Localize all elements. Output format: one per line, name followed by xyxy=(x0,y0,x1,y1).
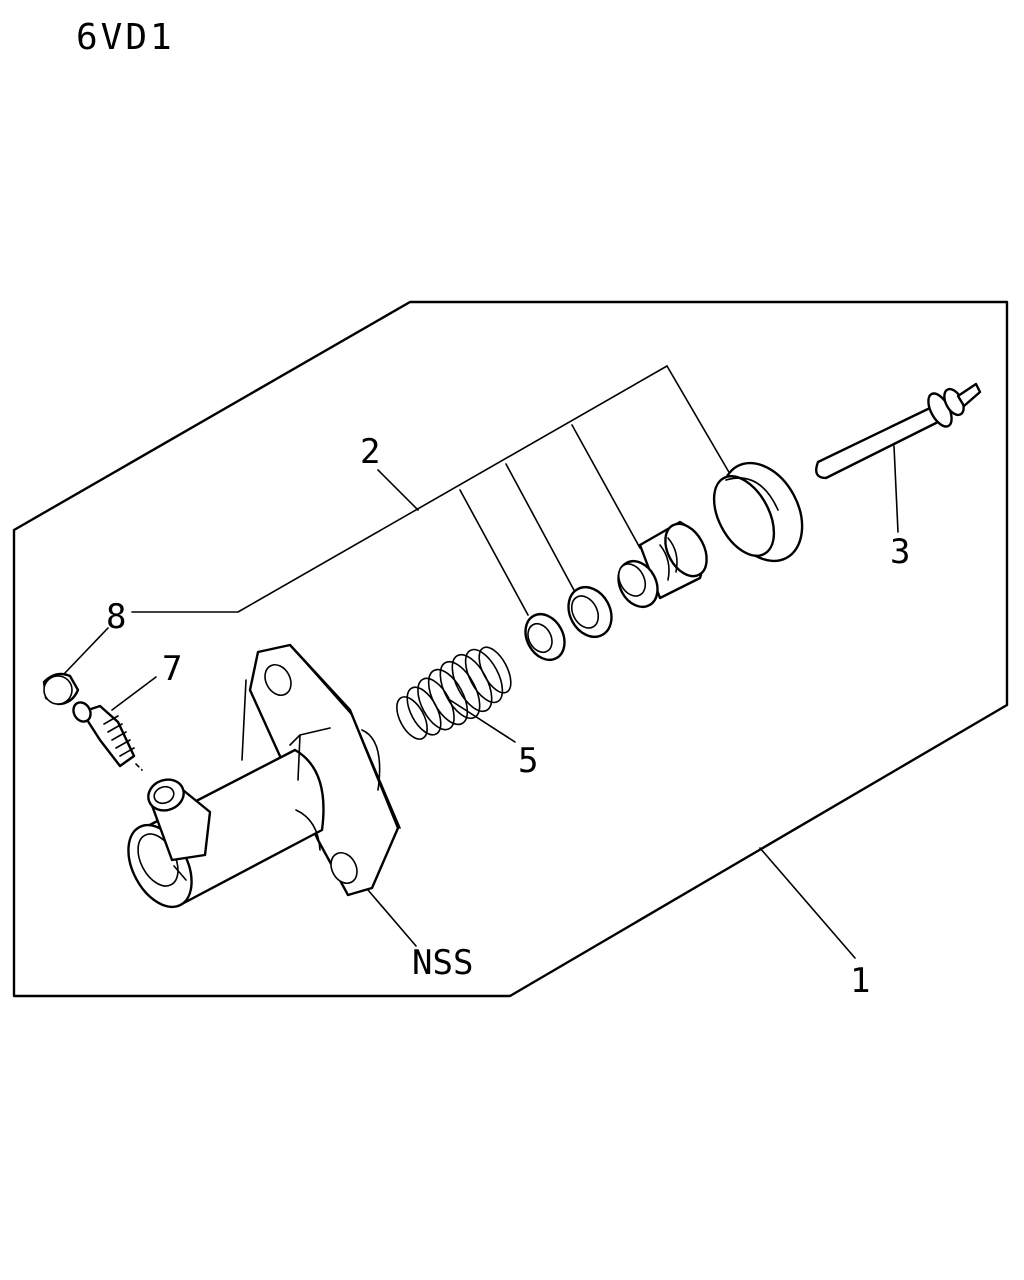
push-rod-part xyxy=(815,382,982,480)
bleeder-screw-part xyxy=(72,701,143,771)
callout-2-leaders xyxy=(131,365,731,616)
piston-part xyxy=(617,520,708,609)
leader-lines xyxy=(63,445,899,959)
callout-nss: NSS xyxy=(412,943,473,983)
callout-7: 7 xyxy=(162,649,182,689)
callout-8: 8 xyxy=(106,597,126,637)
callout-1: 1 xyxy=(850,961,870,1001)
callout-5: 5 xyxy=(518,741,538,781)
kit-frame xyxy=(12,300,1009,998)
spring-part xyxy=(396,646,512,740)
cup-seal-small xyxy=(524,612,566,662)
cup-seal-large xyxy=(567,585,613,639)
bleeder-cap-part xyxy=(42,672,80,706)
model-code-label: 6VD1 xyxy=(76,17,175,58)
cylinder-body xyxy=(127,643,401,909)
boot-part xyxy=(712,461,804,563)
callout-2: 2 xyxy=(360,432,380,472)
callout-3: 3 xyxy=(890,532,910,572)
